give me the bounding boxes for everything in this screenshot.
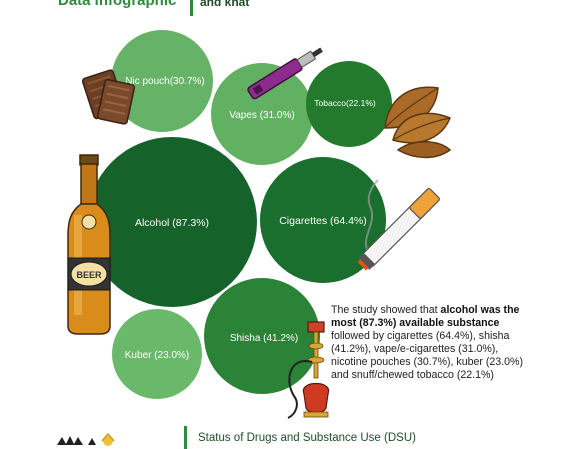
bubble-shisha: [204, 278, 320, 394]
vape-pen-icon: [247, 47, 323, 100]
bubble-label-kuber: Kuber (23.0%): [125, 350, 189, 361]
summary-text: The study showed that alcohol was the mo…: [331, 304, 536, 382]
bubble-label-alcohol: Alcohol (87.3%): [135, 217, 209, 229]
tobacco-leaves-icon: [384, 86, 452, 159]
bubble-alcohol: [87, 137, 257, 307]
bubble-label-nic-pouch: Nic pouch(30.7%): [125, 76, 204, 87]
bubble-label-cigarettes: Cigarettes (64.4%): [279, 215, 367, 227]
footer-title: Status of Drugs and Substance Use (DSU): [198, 432, 416, 444]
footer-divider: [184, 426, 187, 449]
beer-bottle-icon: BEER: [67, 154, 111, 335]
summary-highlight: alcohol was the most (87.3%) available s…: [331, 304, 520, 329]
summary-part-1: The study showed that: [331, 304, 441, 316]
cigarette-icon: [357, 179, 440, 271]
partner-logo-icon: [57, 432, 115, 446]
bubble-cigarettes: [260, 157, 386, 283]
bubble-label-shisha: Shisha (41.2%): [230, 333, 298, 344]
infographic-subtitle: and khat: [200, 0, 250, 9]
bubble-label-vapes: Vapes (31.0%): [229, 110, 294, 121]
beer-label-text: BEER: [76, 270, 102, 280]
bubble-vapes: [211, 63, 313, 165]
shisha-hookah-icon: [287, 321, 330, 419]
header-divider: [190, 0, 193, 16]
bubble-kuber: [112, 309, 202, 399]
bubble-label-tobacco: Tobacco(22.1%): [314, 98, 376, 108]
bubble-nic-pouch: [111, 30, 213, 132]
infographic-title: Data infographic: [58, 0, 177, 9]
summary-part-2: followed by cigarettes (64.4%), shisha (…: [331, 330, 523, 381]
bubble-tobacco: [306, 61, 392, 147]
nicotine-pouch-icon: [81, 69, 136, 125]
